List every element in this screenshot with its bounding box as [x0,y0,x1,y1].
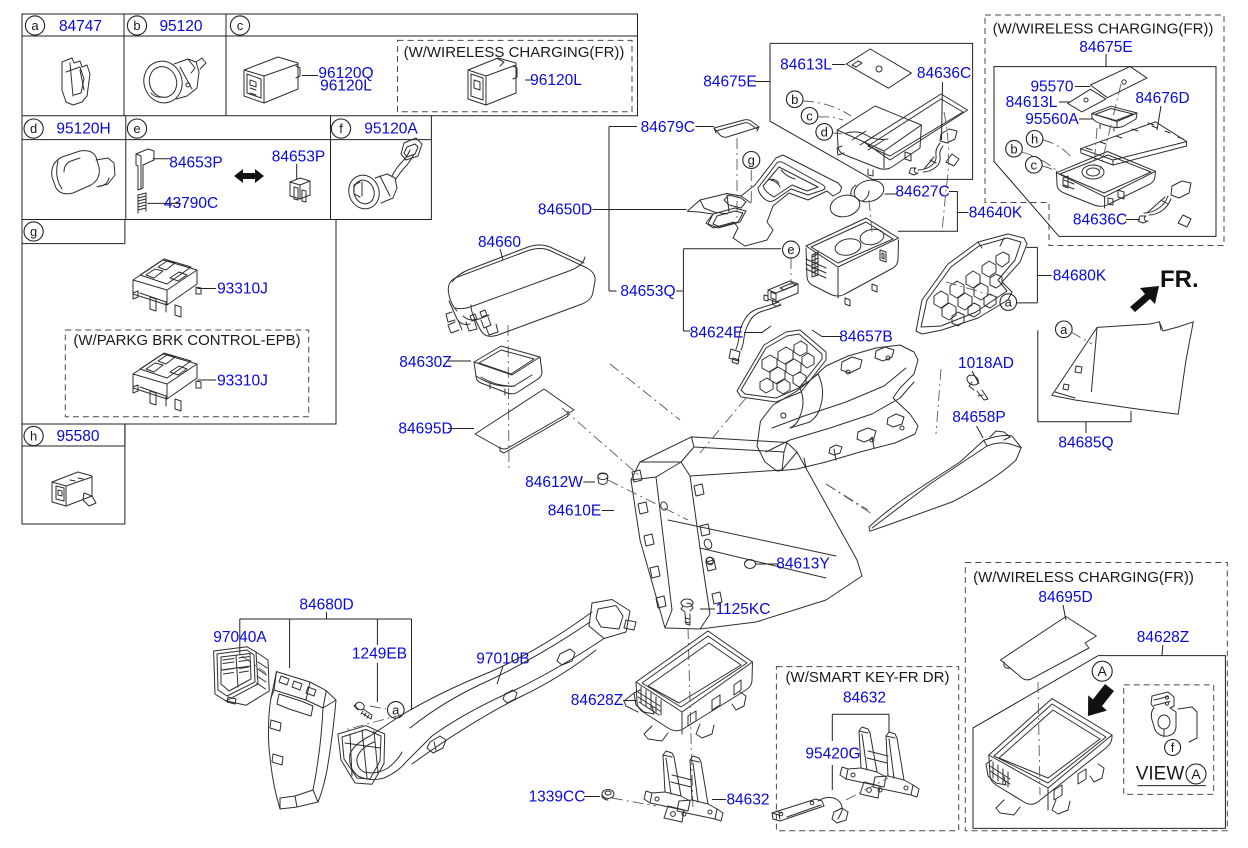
svg-text:84675E: 84675E [703,74,756,91]
svg-text:84632: 84632 [726,792,769,809]
svg-text:(W/WIRELESS CHARGING(FR)): (W/WIRELESS CHARGING(FR)) [993,21,1214,38]
svg-text:84653P: 84653P [272,149,325,166]
svg-text:1018AD: 1018AD [958,355,1014,372]
svg-text:84658P: 84658P [952,409,1005,426]
svg-text:b: b [1010,141,1017,156]
svg-text:a: a [1005,295,1013,310]
svg-text:e: e [133,121,140,136]
svg-text:1125KC: 1125KC [716,601,771,618]
svg-text:84676D: 84676D [1135,90,1189,107]
svg-text:(W/SMART KEY-FR DR): (W/SMART KEY-FR DR) [786,669,950,686]
svg-text:84679C: 84679C [641,119,695,136]
svg-text:FR.: FR. [1160,266,1199,293]
svg-text:93310J: 93310J [217,373,268,390]
svg-text:43790C: 43790C [164,195,218,212]
svg-text:a: a [31,18,39,33]
svg-text:84653Q: 84653Q [620,283,675,300]
svg-text:84610E: 84610E [548,503,601,520]
svg-text:a: a [1060,322,1068,337]
svg-text:84650D: 84650D [538,201,592,218]
svg-text:95120H: 95120H [56,121,110,138]
svg-text:1339CC: 1339CC [529,789,586,806]
svg-text:84613L: 84613L [780,57,832,74]
svg-text:84657B: 84657B [839,329,892,346]
svg-text:84612W: 84612W [525,474,583,491]
svg-text:a: a [392,703,400,718]
svg-text:84624E: 84624E [690,325,743,342]
svg-text:95580: 95580 [56,428,99,445]
svg-text:84632: 84632 [843,690,886,707]
svg-text:93310J: 93310J [217,281,268,298]
svg-text:(W/PARKG BRK CONTROL-EPB): (W/PARKG BRK CONTROL-EPB) [73,332,300,349]
svg-text:84653P: 84653P [169,155,222,172]
svg-text:84636C: 84636C [917,65,971,82]
svg-text:VIEW: VIEW [1136,764,1185,785]
svg-text:84747: 84747 [59,18,102,35]
svg-text:84627C: 84627C [895,184,949,201]
svg-text:96120L: 96120L [530,72,582,89]
svg-text:84636C: 84636C [1073,212,1127,229]
svg-text:95420G: 95420G [805,746,860,763]
svg-text:96120L: 96120L [320,78,372,95]
svg-text:84640K: 84640K [969,205,1023,222]
svg-text:h: h [30,429,37,444]
svg-text:84695D: 84695D [398,421,452,438]
svg-text:A: A [1191,766,1201,782]
svg-text:84630Z: 84630Z [399,354,452,371]
svg-text:95120A: 95120A [364,121,418,138]
svg-text:84680K: 84680K [1053,268,1107,285]
svg-text:84680D: 84680D [299,597,353,614]
svg-text:84628Z: 84628Z [571,692,624,709]
svg-text:1249EB: 1249EB [352,646,407,663]
svg-text:e: e [787,242,794,257]
svg-text:(W/WIRELESS CHARGING(FR)): (W/WIRELESS CHARGING(FR)) [973,569,1194,586]
svg-text:96120Q: 96120Q [318,65,373,82]
svg-text:A: A [1098,663,1108,679]
svg-text:g: g [748,153,755,168]
svg-text:84628Z: 84628Z [1137,629,1190,646]
svg-text:d: d [821,125,828,140]
svg-text:97010B: 97010B [476,651,529,668]
svg-text:b: b [133,18,140,33]
svg-text:g: g [30,224,37,239]
svg-text:97040A: 97040A [213,629,267,646]
svg-text:84613L: 84613L [1006,94,1058,111]
svg-text:c: c [1031,157,1038,172]
svg-text:84660: 84660 [478,234,521,251]
svg-text:h: h [1031,131,1038,146]
svg-text:f: f [1171,740,1175,755]
svg-text:c: c [237,18,244,33]
svg-text:84695D: 84695D [1038,589,1092,606]
svg-text:f: f [339,121,343,136]
svg-text:c: c [806,108,813,123]
svg-text:84685Q: 84685Q [1058,435,1113,452]
svg-text:b: b [791,92,798,107]
svg-text:95560A: 95560A [1025,111,1079,128]
svg-text:84675E: 84675E [1079,39,1132,56]
svg-text:d: d [30,121,37,136]
svg-text:84613Y: 84613Y [776,556,829,573]
svg-text:95570: 95570 [1030,79,1073,96]
svg-text:(W/WIRELESS CHARGING(FR)): (W/WIRELESS CHARGING(FR)) [404,44,625,61]
svg-text:95120: 95120 [159,18,202,35]
